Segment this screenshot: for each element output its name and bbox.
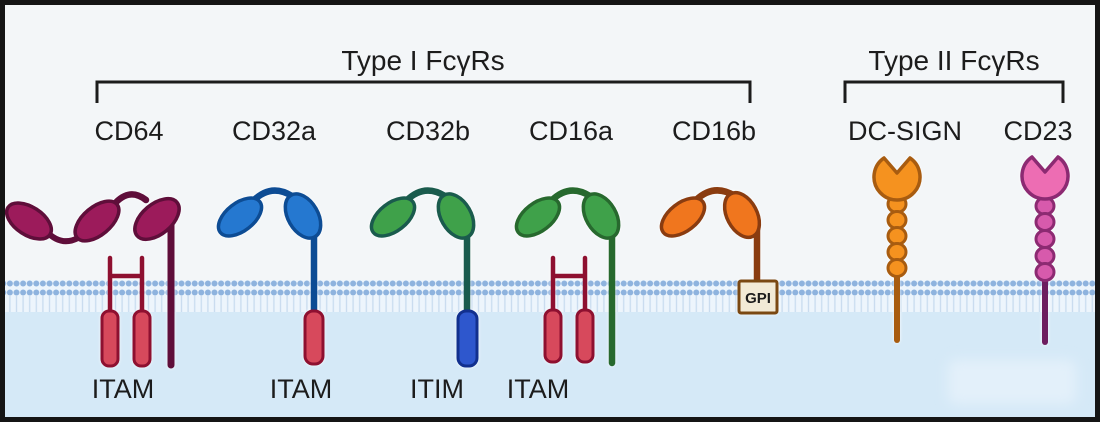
cd64-ig-domain-3 bbox=[133, 196, 181, 242]
cd16a-fcr-gamma-chain bbox=[550, 255, 588, 313]
label-cd32a: CD32a bbox=[232, 116, 317, 146]
receptor-cd23 bbox=[1020, 155, 1070, 345]
cd64-ig-domain-2 bbox=[73, 199, 121, 243]
cd16b-ig-domain-1 bbox=[659, 196, 707, 238]
label-dcsign: DC-SIGN bbox=[848, 116, 962, 146]
cd23-lectin-head bbox=[1020, 155, 1070, 201]
title-type2: Type II FcγRs bbox=[868, 45, 1039, 76]
cd64-ig-domain-1 bbox=[4, 201, 54, 241]
cd23-neck-bead-3 bbox=[1034, 229, 1056, 249]
watermark-ghost bbox=[948, 360, 1076, 404]
cd32a-ig-domain-1 bbox=[216, 196, 264, 238]
cd32b-itim-domain bbox=[456, 309, 479, 368]
cd16a-ig-domain-2 bbox=[581, 192, 621, 240]
cd16b-gpi-anchor-label: GPI bbox=[745, 290, 771, 307]
cd16a-ig-domain-1 bbox=[514, 196, 562, 238]
label-cd16a: CD16a bbox=[529, 116, 614, 146]
title-type1: Type I FcγRs bbox=[341, 45, 504, 76]
cd32a-ig-domain-2 bbox=[283, 192, 323, 240]
cd16b-ig-domain-2 bbox=[722, 190, 762, 240]
cd23-neck-bead-5 bbox=[1034, 262, 1056, 282]
plasma-membrane bbox=[0, 280, 1100, 312]
motif-label-cd64: ITAM bbox=[92, 374, 155, 404]
dcsign-neck-bead-2 bbox=[886, 210, 908, 230]
cd16a-itam-domain-2 bbox=[575, 308, 595, 364]
motif-label-cd32a: ITAM bbox=[270, 374, 333, 404]
dcsign-neck-bead-3 bbox=[886, 226, 908, 246]
dcsign-neck-bead-4 bbox=[886, 242, 908, 262]
label-cd64: CD64 bbox=[94, 116, 163, 146]
motif-label-cd32b: ITIM bbox=[410, 374, 464, 404]
dcsign-lectin-head bbox=[872, 156, 922, 202]
cd64-itam-domain-2 bbox=[132, 309, 152, 368]
cd16b-gpi-anchor-box bbox=[737, 279, 779, 315]
receptor-cd16a bbox=[514, 187, 621, 367]
receptor-cd64 bbox=[4, 191, 181, 369]
receptor-dcsign bbox=[872, 156, 922, 343]
cd32a-itam-domain bbox=[303, 309, 325, 366]
receptor-cd16b: GPI bbox=[659, 187, 779, 315]
motif-label-cd16a: ITAM bbox=[507, 374, 570, 404]
cd64-itam-domain-1 bbox=[100, 309, 120, 368]
cd32b-ig-domain-1 bbox=[369, 196, 417, 238]
bracket-type2 bbox=[843, 80, 1065, 103]
cd32b-ig-domain-2 bbox=[436, 192, 476, 240]
label-cd16b: CD16b bbox=[672, 116, 756, 146]
cd23-neck-bead-4 bbox=[1034, 246, 1056, 266]
cd16a-itam-domain-1 bbox=[543, 308, 563, 364]
cd23-neck-bead-2 bbox=[1034, 212, 1056, 232]
cd64-fcr-gamma-chain bbox=[107, 255, 145, 315]
receptor-cd32a bbox=[216, 187, 325, 366]
label-cd23: CD23 bbox=[1003, 116, 1072, 146]
bracket-type1 bbox=[95, 80, 752, 103]
receptor-cd32b bbox=[369, 187, 479, 368]
dcsign-neck-bead-5 bbox=[886, 258, 908, 278]
label-cd32b: CD32b bbox=[386, 116, 470, 146]
